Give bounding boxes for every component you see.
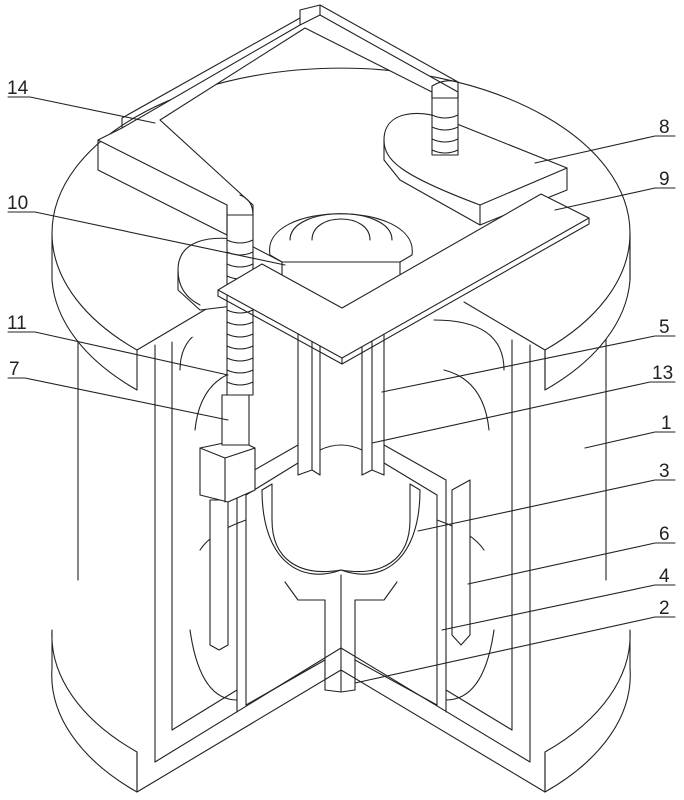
- leader-9: [554, 187, 676, 211]
- label-11: 11: [7, 313, 27, 334]
- leader-6: [467, 542, 676, 585]
- outer-cylinder-body: [77, 329, 607, 763]
- leader-3: [417, 479, 676, 532]
- label-13: 13: [652, 363, 673, 384]
- label-4: 4: [659, 566, 670, 587]
- slide-block: [383, 113, 568, 226]
- label-9: 9: [659, 169, 670, 190]
- leader-1: [584, 431, 676, 449]
- leader-7: [7, 377, 229, 421]
- label-7: 7: [9, 359, 20, 380]
- guide-bar: [451, 479, 471, 646]
- cup: [261, 483, 421, 601]
- label-6: 6: [659, 524, 670, 545]
- reference-labels: 14 8 9 10 11 5 7 13 1 3 6 4 2: [7, 78, 673, 619]
- leader-8: [534, 135, 676, 164]
- leader-10: [7, 211, 286, 266]
- leader-lines: [7, 96, 676, 684]
- label-1: 1: [661, 413, 672, 434]
- label-2: 2: [659, 598, 670, 619]
- l-plate: [217, 193, 590, 365]
- leader-11: [7, 331, 229, 376]
- center-shaft: [324, 574, 356, 693]
- handle-frame: [97, 4, 459, 236]
- label-10: 10: [7, 193, 28, 214]
- leader-13: [371, 381, 676, 444]
- label-5: 5: [659, 317, 670, 338]
- sliding-rod: [199, 394, 256, 651]
- center-fitting: [269, 213, 413, 276]
- inner-sleeve: [179, 319, 505, 713]
- leader-5: [381, 335, 676, 393]
- label-3: 3: [659, 461, 670, 482]
- leader-14: [7, 96, 156, 124]
- leader-4: [441, 584, 676, 631]
- label-8: 8: [659, 117, 670, 138]
- leader-2: [354, 616, 676, 684]
- label-14: 14: [7, 78, 29, 99]
